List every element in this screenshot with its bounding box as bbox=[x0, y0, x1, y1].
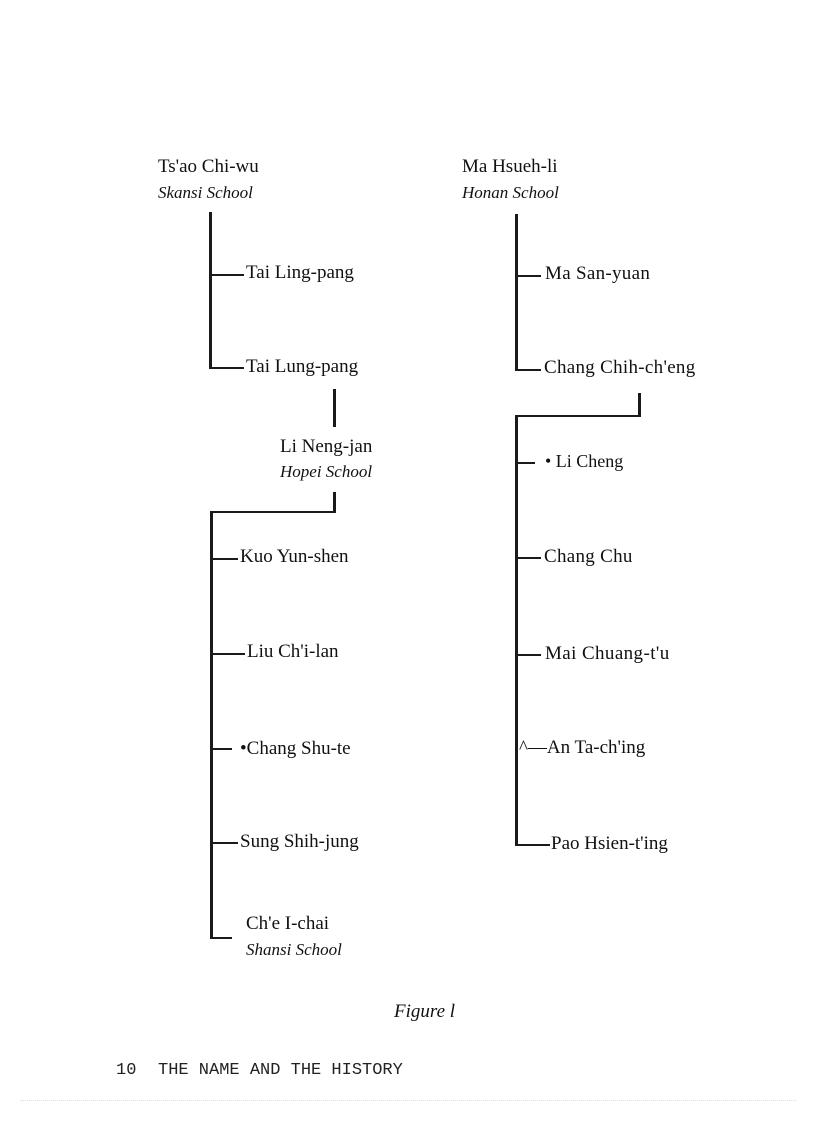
connector-line bbox=[209, 212, 212, 369]
lineage-member: Chang Chu bbox=[544, 546, 633, 567]
lineage-member-school: Shansi School bbox=[246, 940, 342, 959]
connector-line bbox=[638, 393, 641, 416]
connector-line bbox=[517, 462, 535, 464]
connector-line bbox=[212, 937, 232, 939]
lineage-member: ^—An Ta-ch'ing bbox=[519, 737, 646, 758]
connector-line bbox=[212, 842, 238, 844]
connector-line bbox=[517, 654, 541, 656]
page-edge-divider bbox=[20, 1100, 796, 1101]
connector-line bbox=[210, 511, 213, 939]
lineage-member: Mai Chuang-t'u bbox=[545, 643, 670, 664]
connector-line bbox=[517, 557, 541, 559]
lineage-member: Tai Ling-pang bbox=[246, 262, 354, 283]
connector-line bbox=[517, 844, 550, 846]
lineage-member: Chang Chih-ch'eng bbox=[544, 357, 696, 378]
root-master-school: Skansi School bbox=[158, 183, 253, 202]
connector-line bbox=[517, 369, 541, 371]
connector-line bbox=[515, 415, 641, 417]
lineage-member: Kuo Yun-shen bbox=[240, 546, 349, 567]
connector-line bbox=[333, 492, 336, 512]
lineage-member: Sung Shih-jung bbox=[240, 831, 359, 852]
successor-school: Hopei School bbox=[280, 462, 373, 481]
lineage-member: Ma San-yuan bbox=[545, 263, 651, 284]
figure-caption: Figure l bbox=[394, 1001, 456, 1022]
connector-line bbox=[212, 653, 245, 655]
running-footer: THE NAME AND THE HISTORY bbox=[158, 1061, 403, 1080]
connector-line bbox=[211, 367, 244, 369]
lineage-member: •Chang Shu-te bbox=[240, 738, 351, 759]
connector-line bbox=[212, 558, 238, 560]
connector-line bbox=[515, 214, 518, 371]
lineage-member: Ch'e I-chai bbox=[246, 913, 330, 934]
lineage-member: Tai Lung-pang bbox=[246, 356, 359, 377]
connector-line bbox=[210, 511, 336, 513]
root-master-name: Ma Hsueh-li bbox=[462, 156, 558, 177]
connector-line bbox=[517, 275, 541, 277]
lineage-member: Pao Hsien-t'ing bbox=[551, 833, 668, 854]
connector-line bbox=[333, 389, 336, 427]
lineage-member: Liu Ch'i-lan bbox=[247, 641, 339, 662]
successor-name: Li Neng-jan bbox=[280, 436, 373, 457]
page-number: 10 bbox=[116, 1061, 137, 1080]
connector-line bbox=[515, 415, 518, 846]
root-master-name: Ts'ao Chi-wu bbox=[158, 156, 259, 177]
connector-line bbox=[211, 274, 244, 276]
connector-line bbox=[212, 748, 232, 750]
lineage-member: • Li Cheng bbox=[545, 451, 624, 471]
root-master-school: Honan School bbox=[462, 183, 559, 202]
